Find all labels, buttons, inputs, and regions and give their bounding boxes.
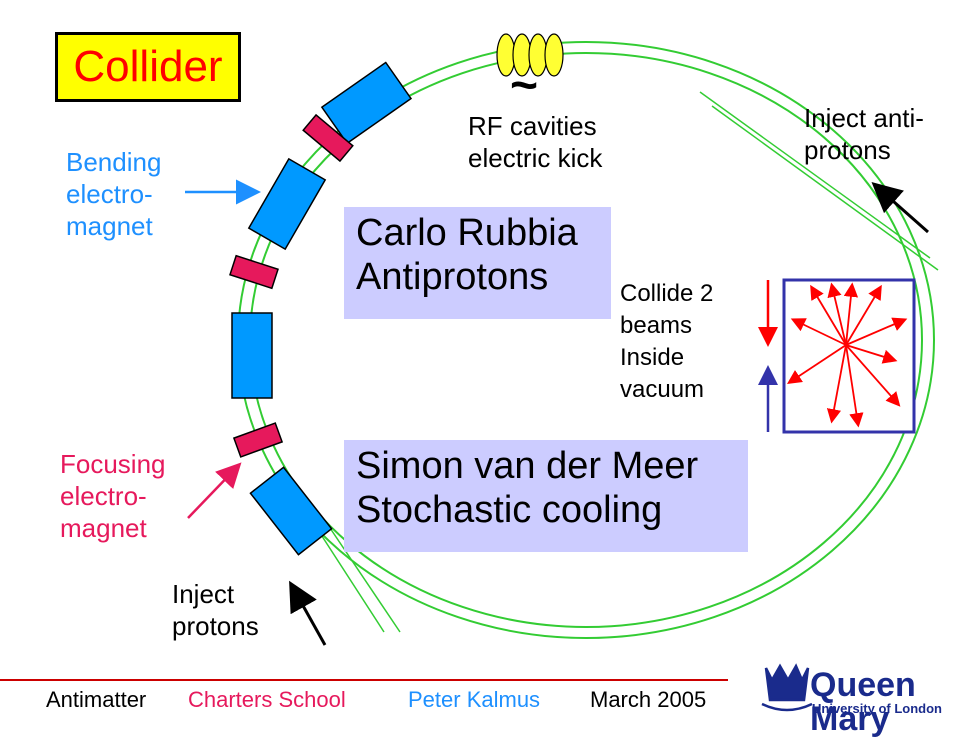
bending-magnet (231, 312, 273, 399)
footer-author: Peter Kalmus (408, 687, 541, 712)
collision-track (845, 317, 908, 346)
rf-cavity (544, 33, 564, 77)
logo-subtitle: University of London (812, 701, 942, 716)
inject-protons-label: Inject protons (172, 579, 259, 641)
bending-magnet (320, 61, 413, 145)
collision-track (845, 344, 901, 407)
vandermeer-box: Simon van der Meer Stochastic cooling (344, 440, 748, 552)
crest-crown (764, 663, 810, 702)
collision-track (810, 284, 847, 346)
proton-injection-line (329, 527, 401, 633)
collision-track (845, 344, 898, 364)
bending-magnet-label: Bending electro- magnet (66, 147, 162, 241)
bending-magnet (249, 466, 333, 556)
collision-track (845, 344, 864, 428)
footer-topic: Antimatter (46, 687, 147, 712)
bending-magnet (247, 157, 327, 251)
focusing-magnet (302, 113, 354, 163)
collision-track (827, 282, 847, 346)
proton-injection-line (317, 529, 385, 633)
page-title: Collider (55, 32, 241, 102)
rf-symbol: ~ (510, 59, 539, 112)
antiproton-injection-line (699, 91, 931, 259)
collision-track (786, 344, 847, 384)
collision-track (843, 282, 859, 346)
queen-mary-crest-icon (761, 663, 813, 712)
focusing-pointer-arrow (187, 462, 242, 519)
collide-beams-label: Collide 2 beams Inside vacuum (620, 280, 714, 403)
inject-protons-arrow (289, 580, 327, 646)
rubbia-box: Carlo Rubbia Antiprotons (344, 207, 611, 319)
collision-track (790, 318, 847, 346)
antiproton-injection-line (711, 105, 939, 271)
focusing-magnet-label: Focusing electro- magnet (60, 449, 166, 543)
collision-track (826, 344, 847, 424)
detector-box (782, 278, 916, 434)
crest-base (761, 702, 813, 712)
inject-antiprotons-label: Inject anti- protons (804, 103, 924, 165)
footer-school: Charters School (188, 687, 346, 712)
inject-antiprotons-arrow (871, 182, 929, 234)
collision-track (845, 284, 882, 346)
focusing-magnet (232, 422, 284, 458)
rf-cavities-label: RF cavities electric kick (468, 111, 603, 173)
focusing-magnet (229, 254, 279, 290)
collider-diagram (0, 33, 939, 712)
collision-tracks (786, 282, 908, 428)
rf-cavities (496, 33, 564, 77)
footer-date: March 2005 (590, 687, 707, 712)
